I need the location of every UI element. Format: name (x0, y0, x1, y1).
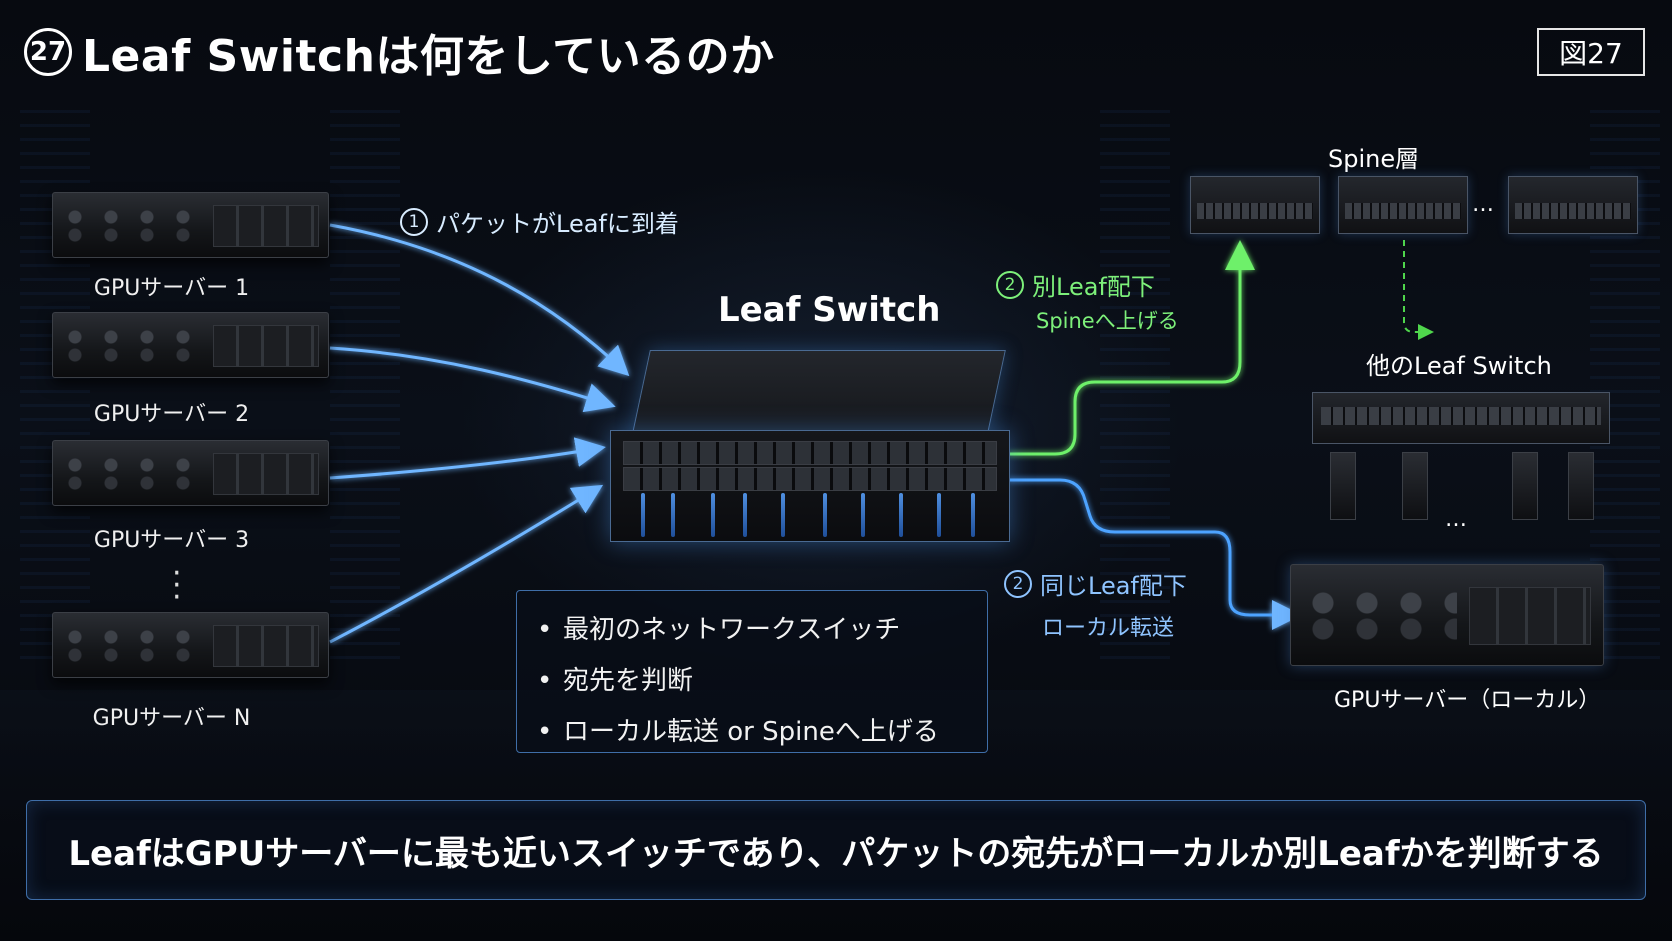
other-leaf-switch (1312, 392, 1610, 444)
spine-ellipsis: … (1472, 192, 1494, 217)
info-item: •宛先を判断 (537, 666, 694, 696)
info-item: •ローカル転送 or Spineへ上げる (537, 717, 939, 747)
page-title: 27 Leaf Switchは何をしているのか (24, 22, 775, 82)
leaf-switch-top (632, 350, 1006, 434)
local-gpu-server (1290, 564, 1604, 666)
server-label: GPUサーバー 2 (93, 402, 250, 427)
vertical-ellipsis: ··· (172, 556, 182, 615)
arrow-spine-to-other-leaf (1403, 240, 1434, 340)
mini-server (1402, 452, 1428, 520)
mini-server (1568, 452, 1594, 520)
step2-local-text: 同じLeaf配下 (1040, 572, 1187, 600)
spine-layer-label: Spine層 (1328, 145, 1420, 173)
step2-spine-subtext: Spineへ上げる (1036, 309, 1179, 333)
server-label: GPUサーバー N (92, 706, 251, 731)
cable (641, 493, 645, 537)
arrow-leaf-to-local-server (1008, 478, 1302, 630)
title-number-circle: 27 (24, 28, 72, 76)
step2-spine-text: 別Leaf配下 (1032, 273, 1155, 301)
leaf-switch-front (610, 430, 1010, 542)
port-row (623, 441, 997, 465)
background-rack (1100, 110, 1170, 670)
gpu-server (52, 192, 329, 258)
cable (971, 493, 975, 537)
cable (899, 493, 903, 537)
other-leaf-ellipsis: … (1445, 507, 1467, 532)
leaf-switch-title: Leaf Switch (718, 290, 941, 330)
spine-switch (1338, 176, 1468, 234)
step1-label: 1 パケットがLeafに到着 (400, 204, 679, 239)
cable (781, 493, 785, 537)
arrow-server2-to-leaf (329, 346, 616, 413)
step2-spine-number: 2 (996, 270, 1024, 299)
mini-server (1512, 452, 1538, 520)
cable (671, 493, 675, 537)
gpu-server (52, 440, 329, 506)
cable (937, 493, 941, 537)
port-row (623, 467, 997, 491)
arrow-serverN-to-leaf (329, 484, 604, 644)
spine-switch (1190, 176, 1320, 234)
gpu-server (52, 612, 329, 678)
server-label: GPUサーバー 1 (93, 276, 250, 301)
step2-local-label: 2 同じLeaf配下 (1004, 566, 1187, 601)
leaf-switch (610, 350, 1010, 542)
arrow-leaf-to-spine (1008, 240, 1255, 456)
title-text: Leaf Switchは何をしているのか (82, 31, 775, 82)
cable (823, 493, 827, 537)
step1-number: 1 (400, 207, 428, 236)
cable (711, 493, 715, 537)
summary-banner: LeafはGPUサーバーに最も近いスイッチであり、パケットの宛先がローカルか別L… (26, 800, 1646, 900)
cable (743, 493, 747, 537)
leaf-role-box: •最初のネットワークスイッチ •宛先を判断 •ローカル転送 or Spineへ上… (516, 590, 988, 753)
background-rack (330, 110, 400, 670)
arrow-server3-to-leaf (329, 437, 606, 480)
step2-local-number: 2 (1004, 569, 1032, 598)
info-item: •最初のネットワークスイッチ (537, 615, 901, 645)
local-server-label: GPUサーバー（ローカル） (1334, 688, 1601, 713)
step2-spine-label: 2 別Leaf配下 (996, 267, 1155, 302)
step2-local-subtext: ローカル転送 (1042, 616, 1175, 641)
gpu-server (52, 312, 329, 378)
spine-switch (1508, 176, 1638, 234)
server-label: GPUサーバー 3 (93, 528, 250, 553)
step1-text: パケットがLeafに到着 (436, 210, 679, 238)
cable (861, 493, 865, 537)
mini-server (1330, 452, 1356, 520)
figure-badge: 図27 (1537, 28, 1645, 76)
other-leaf-label: 他のLeaf Switch (1366, 352, 1552, 380)
arrow-server1-to-leaf (329, 223, 630, 377)
